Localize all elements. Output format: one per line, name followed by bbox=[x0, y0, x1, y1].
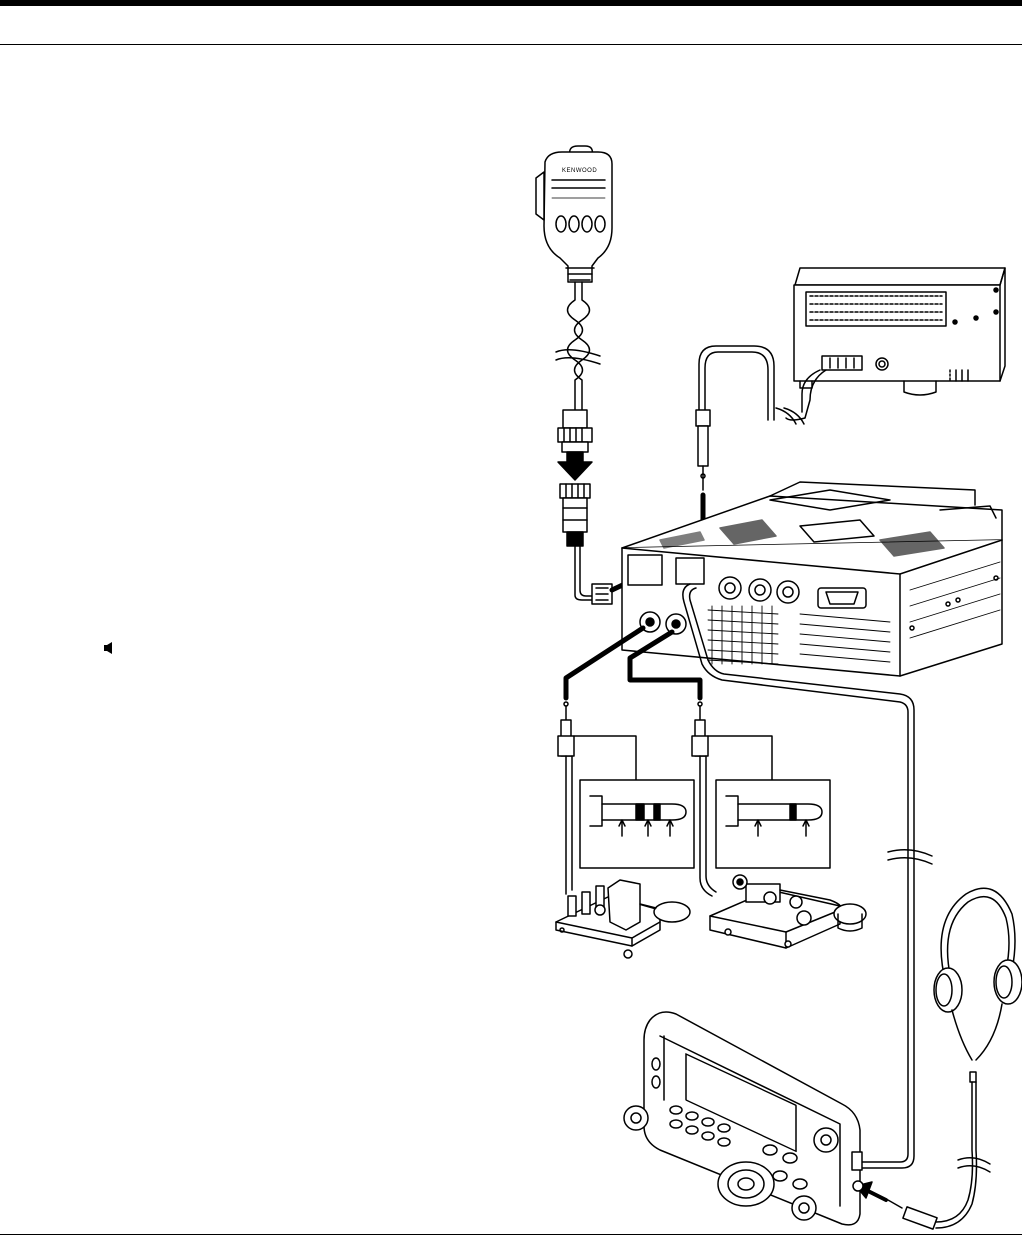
arrow-down-icon bbox=[558, 452, 592, 480]
straight-plug-inset bbox=[716, 780, 830, 868]
footer-rule bbox=[0, 1234, 1022, 1235]
external-speaker bbox=[794, 268, 1005, 395]
paddle-key bbox=[556, 880, 690, 958]
hand-microphone: KENWOOD bbox=[536, 146, 612, 452]
paddle-plug-inset bbox=[580, 780, 694, 868]
mic-brand-logo: KENWOOD bbox=[562, 168, 597, 174]
front-control-panel bbox=[624, 1012, 863, 1225]
transceiver-body bbox=[622, 482, 1002, 676]
straight-key bbox=[710, 875, 866, 948]
mic-adapter bbox=[560, 484, 612, 604]
